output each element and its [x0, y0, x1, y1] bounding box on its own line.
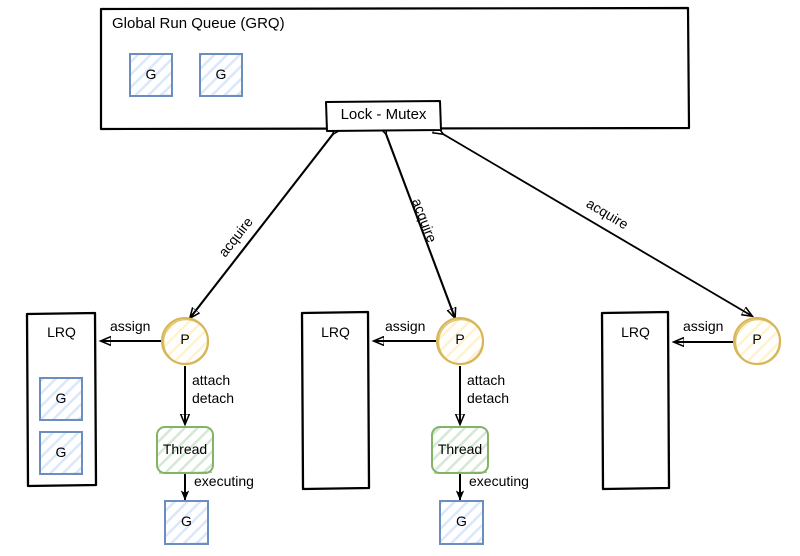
lrq-left-goroutine-1-label: G: [55, 444, 67, 460]
lrq-left-label: LRQ: [47, 324, 76, 340]
thread-left-label: Thread: [162, 441, 208, 457]
running-goroutine-left: [164, 500, 209, 545]
lrq-box-middle: [300, 310, 371, 491]
attach-label-middle: attach: [467, 372, 506, 388]
acquire-edge-left: [190, 134, 333, 318]
processor-middle-label: P: [455, 331, 465, 347]
grq-title: Global Run Queue (GRQ): [112, 15, 285, 32]
thread-middle-label: Thread: [437, 441, 483, 457]
grq-goroutine-0: [129, 53, 173, 97]
detach-label-left: detach: [192, 390, 235, 406]
thread-box-middle: [431, 426, 489, 474]
grq-goroutine-0-label: G: [145, 66, 157, 82]
running-goroutine-middle: [439, 500, 484, 545]
processor-left: [160, 316, 210, 366]
processor-middle: [435, 316, 485, 366]
lock-mutex-label: Lock - Mutex: [340, 106, 427, 123]
grq-goroutine-1-label: G: [215, 66, 227, 82]
lrq-box-right: [600, 310, 671, 491]
executing-label-left: executing: [194, 473, 254, 489]
lrq-left-goroutine-0: [39, 377, 83, 421]
assign-label-middle: assign: [385, 318, 426, 334]
assign-label-left: assign: [110, 318, 151, 334]
thread-box-left: [156, 426, 214, 474]
assign-label-right: assign: [683, 318, 724, 334]
running-goroutine-middle-label: G: [456, 513, 467, 529]
lock-mutex-box: [325, 100, 442, 132]
detach-label-middle: detach: [467, 390, 510, 406]
acquire-edge-right: [443, 134, 752, 316]
lrq-left-goroutine-0-label: G: [55, 390, 67, 406]
processor-left-label: P: [180, 331, 190, 347]
lrq-middle-label: LRQ: [321, 324, 350, 340]
attach-label-left: attach: [192, 372, 231, 388]
running-goroutine-left-label: G: [181, 513, 192, 529]
grq-goroutine-1: [199, 53, 243, 97]
lrq-right-label: LRQ: [621, 324, 650, 340]
executing-label-middle: executing: [469, 473, 529, 489]
processor-right-label: P: [752, 331, 762, 347]
lrq-left-goroutine-1: [39, 431, 83, 475]
processor-right: [732, 316, 782, 366]
